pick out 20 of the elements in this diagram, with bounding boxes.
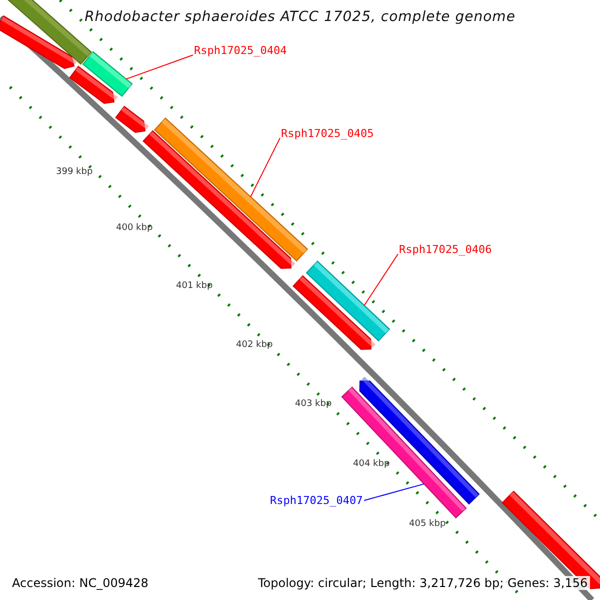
position-label: 403 kbp bbox=[295, 399, 332, 410]
info-text: Topology: circular; Length: 3,217,726 bp; Genes: 3,156 bbox=[256, 576, 590, 590]
leader-line bbox=[250, 138, 280, 198]
gene-bar bbox=[81, 50, 134, 98]
title: Rhodobacter sphaeroides ATCC 17025, complete genome bbox=[84, 9, 516, 25]
position-label: 405 kbp bbox=[409, 519, 446, 530]
gene-label: Rsph17025_0407 bbox=[270, 494, 363, 507]
info-text: Accession: NC_009428 bbox=[10, 576, 150, 590]
leader-line bbox=[364, 254, 398, 306]
position-label: 400 kbp bbox=[116, 223, 153, 234]
gene-label: Rsph17025_0404 bbox=[194, 44, 287, 57]
position-label: 399 kbp bbox=[56, 167, 93, 178]
position-label: 401 kbp bbox=[176, 281, 213, 292]
position-label: 402 kbp bbox=[236, 340, 273, 351]
position-label: 404 kbp bbox=[353, 459, 390, 470]
gene-label: Rsph17025_0405 bbox=[281, 127, 374, 140]
leader-line bbox=[364, 483, 424, 501]
leader-line bbox=[126, 54, 194, 80]
gene-bar bbox=[305, 260, 391, 342]
gene-label: Rsph17025_0406 bbox=[399, 243, 492, 256]
